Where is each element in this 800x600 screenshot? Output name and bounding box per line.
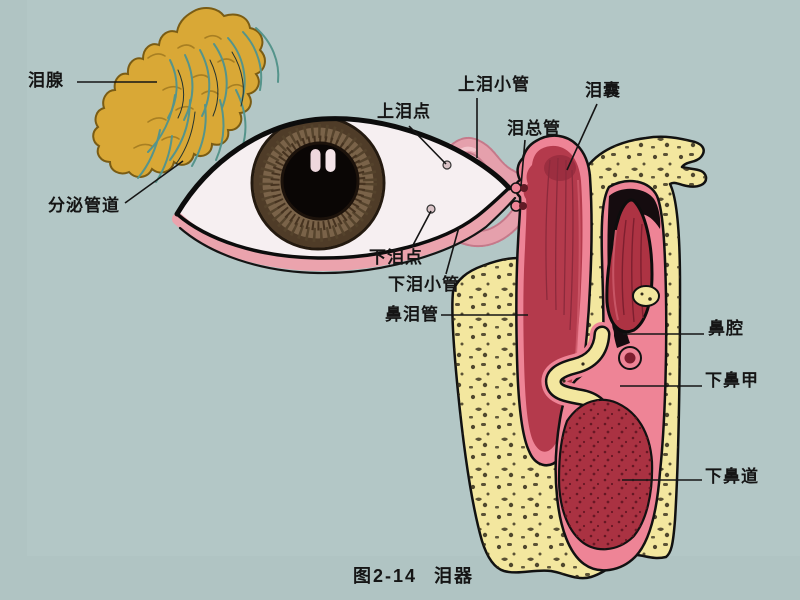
figure-number: 图2-14 [353,566,418,586]
label-lower-canaliculus: 下泪小管 [388,275,460,294]
lower-punctum-dot [426,204,436,214]
label-nasolacrimal-duct: 鼻泪管 [385,305,439,324]
leader-lower-canaliculus [445,226,460,275]
leader-secretory-ducts [124,160,184,204]
label-inferior-meatus: 下鼻道 [705,467,759,486]
label-common-lacrimal-duct: 泪总管 [507,119,561,138]
upper-eyelid-line [174,116,512,217]
leader-upper-punctum [408,125,447,165]
secretory-ducts-shape [137,27,280,183]
label-lacrimal-sac: 泪囊 [585,81,621,100]
lower-eyelid-line [175,186,511,260]
leader-lower-punctum [411,210,432,248]
label-secretory-ducts: 分泌管道 [48,196,120,215]
pupil-highlight [310,149,321,172]
label-lower-punctum: 下泪点 [369,248,423,267]
figure-title: 泪器 [434,566,475,586]
label-lacrimal-gland: 泪腺 [28,71,64,90]
figure-caption: 图2-14 泪器 [353,562,474,588]
leader-lines [77,81,704,481]
label-upper-canaliculus: 上泪小管 [458,75,530,94]
label-upper-punctum: 上泪点 [377,102,431,121]
eye-shape [172,116,518,275]
nasal-cavity-shape [541,179,668,572]
lower-eyelid-margin [172,187,518,272]
label-inferior-concha: 下鼻甲 [705,371,759,390]
label-nasal-cavity: 鼻腔 [708,319,744,338]
leader-lacrimal-sac [566,103,598,171]
pupil-highlight [325,149,336,172]
leader-common-lacrimal-duct [520,139,526,187]
eye-iris [250,118,386,251]
